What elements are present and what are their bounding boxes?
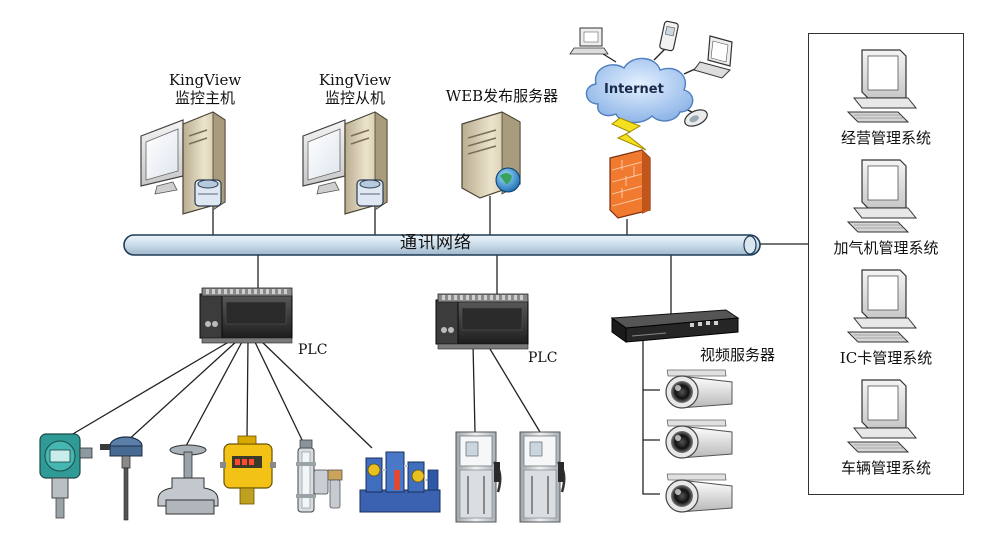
main-host-label-line1: KingView (168, 71, 242, 89)
lightning-icon (611, 117, 647, 151)
internet-label: Internet (604, 82, 664, 97)
main-host-label-line2: 监控主机 (174, 89, 235, 107)
laptop-icon (693, 35, 733, 79)
system-label-operations: 经营管理系统 (840, 129, 931, 147)
dispenser-2-icon (518, 430, 566, 524)
camera-1-icon (665, 369, 733, 409)
backup-host-label-line1: KingView (318, 71, 392, 89)
camera-3-icon (665, 473, 733, 513)
camera-2-icon (665, 419, 733, 459)
video-server-label: 视频服务器 (700, 346, 776, 364)
video-server-icon (610, 309, 740, 343)
backup-host-workstation-icon (302, 111, 388, 215)
internet-pc-icon (569, 27, 609, 55)
main-host-workstation-icon (140, 111, 226, 215)
gas-detector-icon (220, 435, 276, 505)
gate-valve-icon (157, 444, 219, 515)
pda-icon (684, 109, 708, 127)
firewall-icon (609, 149, 651, 219)
web-server-label: WEB发布服务器 (445, 87, 559, 105)
management-systems-panel (808, 33, 964, 495)
dispenser-1-icon (454, 430, 502, 524)
system-label-ic-card: IC卡管理系统 (839, 349, 933, 367)
level-gauge-icon (296, 439, 343, 513)
plc-left-label: PLC (298, 342, 328, 358)
communication-bus (123, 234, 761, 256)
compressor-skid-icon (359, 451, 441, 513)
web-server-icon (461, 111, 521, 199)
bus-label: 通讯网络 (400, 233, 472, 253)
mobile-phone-icon (659, 20, 679, 52)
plc-left-icon (199, 287, 293, 344)
backup-host-label-line2: 监控从机 (324, 89, 385, 107)
plc-right-icon (435, 293, 529, 350)
main-host-label: KingView 监控主机 (150, 71, 260, 107)
backup-host-label: KingView 监控从机 (300, 71, 410, 107)
thermocouple-icon (100, 436, 143, 521)
pressure-transmitter-icon (39, 433, 93, 519)
system-label-dispenser: 加气机管理系统 (833, 239, 939, 257)
plc-right-label: PLC (528, 350, 558, 366)
system-label-vehicle: 车辆管理系统 (840, 459, 931, 477)
